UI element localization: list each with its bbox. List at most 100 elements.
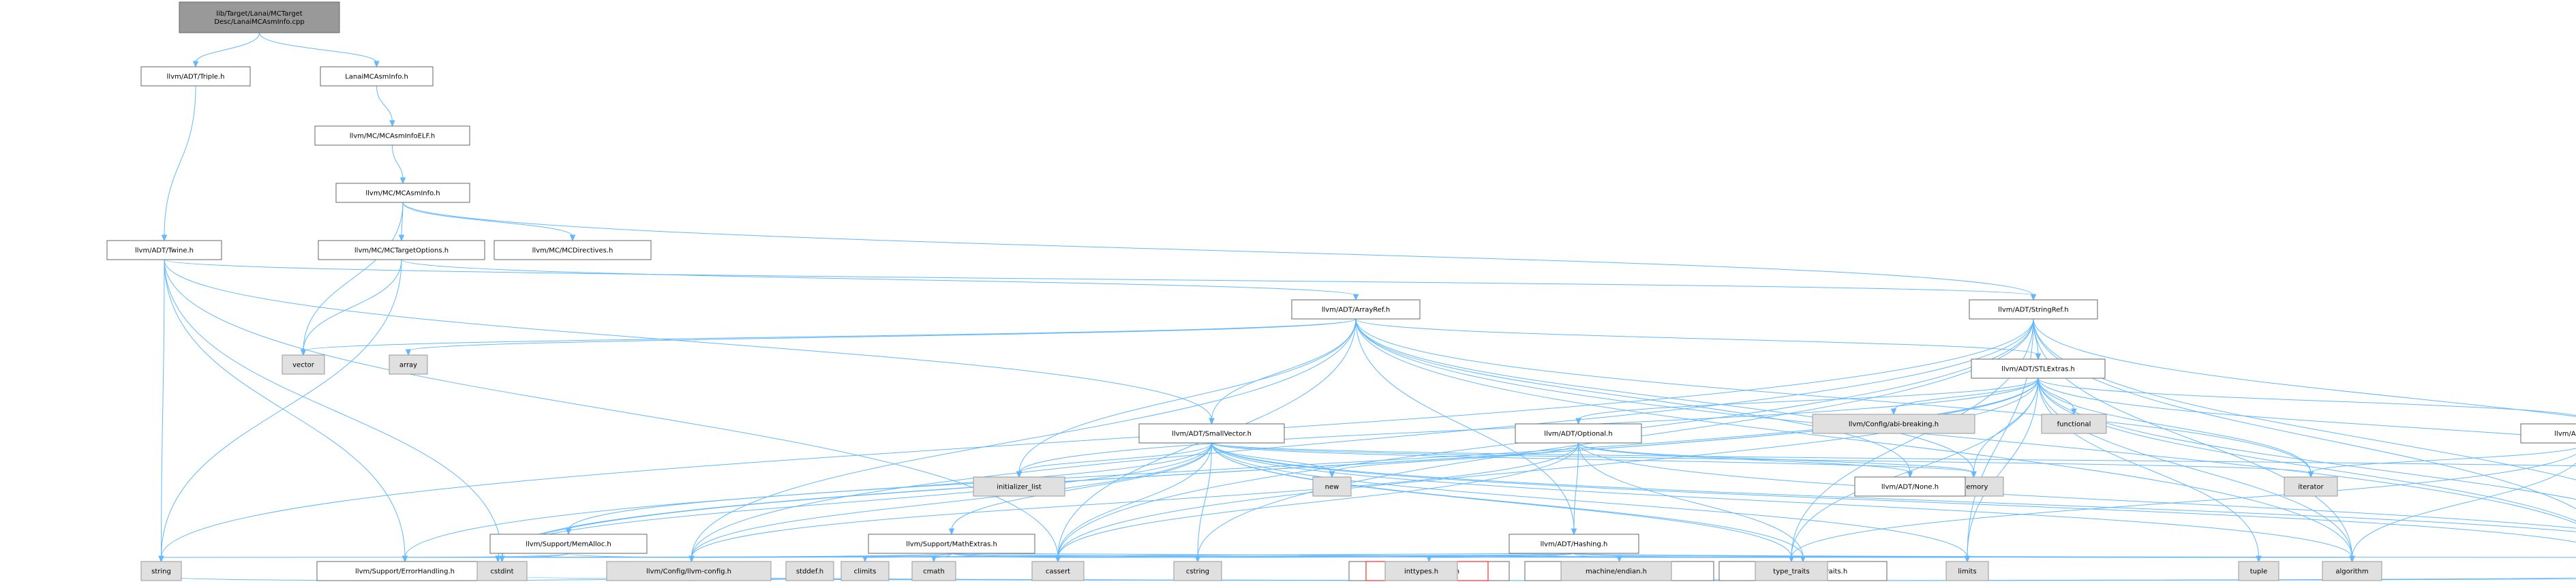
edge-arrayref-to-initlist — [1016, 318, 1357, 478]
node-label: vector — [292, 362, 315, 369]
node-lanaimcasminfo[interactable]: LanaiMCAsmInfo.h — [320, 66, 434, 87]
edge-hashing-to-utility — [1573, 553, 2576, 558]
edge-line — [951, 442, 1212, 531]
edge-mcasminfo-to-mcdirectives — [402, 202, 576, 242]
edge-line — [1057, 442, 1579, 558]
node-hashing[interactable]: llvm/ADT/Hashing.h — [1509, 534, 1639, 554]
node-label: initializer_list — [997, 484, 1042, 491]
node-errorhandling[interactable]: llvm/Support/ErrorHandling.h — [316, 561, 494, 581]
node-label: llvm/MC/MCDirectives.h — [532, 247, 613, 255]
edge-line — [1211, 442, 2312, 474]
edge-stringref-to-string — [158, 318, 2034, 563]
node-label: llvm/Config/abi-breaking.h — [1849, 421, 1939, 429]
edge-optional-to-new — [1329, 442, 1579, 478]
edge-mcasminfo-to-mctargetoptions — [398, 202, 405, 242]
edge-arrowhead — [1971, 471, 1977, 478]
node-box — [1854, 476, 1966, 497]
node-label: llvm/ADT/SmallVector.h — [1172, 431, 1252, 438]
edge-stlextras-to-iteratorh — [2037, 378, 2576, 416]
node-stlextras[interactable]: llvm/ADT/STLExtras.h — [1971, 358, 2106, 379]
edge-optional-to-hashing — [1571, 442, 1579, 536]
node-box — [2322, 561, 2382, 581]
edge-line — [1211, 442, 1804, 558]
node-label: limits — [1958, 568, 1976, 576]
node-memalloc[interactable]: llvm/Support/MemAlloc.h — [489, 534, 648, 554]
node-label: lib/Target/Lanai/MCTarget — [216, 10, 303, 18]
edge-arrowhead — [389, 120, 395, 127]
node-smallvector[interactable]: llvm/ADT/SmallVector.h — [1138, 423, 1285, 444]
node-mathextras[interactable]: llvm/Support/MathExtras.h — [868, 534, 1035, 554]
node-twine[interactable]: llvm/ADT/Twine.h — [106, 240, 222, 260]
edge-iteratorh-to-iterator — [2307, 448, 2576, 478]
node-mctargetoptions[interactable]: llvm/MC/MCTargetOptions.h — [318, 240, 485, 260]
edge-arrowhead — [1575, 418, 1581, 425]
edge-line — [392, 144, 404, 180]
node-triple[interactable]: llvm/ADT/Triple.h — [140, 66, 251, 87]
edge-line — [1355, 318, 1575, 531]
node-mcdirectives[interactable]: llvm/MC/MCDirectives.h — [494, 240, 652, 260]
node-box — [1312, 476, 1352, 497]
node-array: array — [389, 354, 428, 375]
edge-line — [2037, 378, 2576, 440]
edge-line — [408, 318, 1357, 352]
edge-line — [691, 442, 1212, 558]
edge-smallvector-to-utility — [1211, 442, 2576, 532]
edge-arrayref-to-memory — [1355, 318, 1977, 478]
node-stringref[interactable]: llvm/ADT/StringRef.h — [1969, 299, 2098, 320]
node-box — [1812, 414, 1975, 434]
node-abibreaking: llvm/Config/abi-breaking.h — [1812, 414, 1975, 434]
node-box — [911, 561, 956, 581]
edge-line — [1197, 442, 1212, 558]
edge-arrowhead — [1016, 471, 1022, 478]
node-box — [2520, 423, 2576, 444]
node-label: array — [399, 362, 417, 369]
node-mcasminfoelf[interactable]: llvm/MC/MCAsmInfoELF.h — [314, 125, 470, 146]
edge-line — [1429, 553, 1575, 558]
edge-line — [259, 32, 377, 63]
edge-smallvector-to-mathextras — [948, 442, 1212, 536]
edge-line — [376, 85, 393, 123]
node-label: llvm/ADT/Twine.h — [135, 247, 194, 255]
edge-arrowhead — [1352, 294, 1359, 301]
edge-twine-to-smallvector — [164, 259, 1215, 425]
edge-arrowhead — [1616, 555, 1622, 563]
node-iteratorh[interactable]: llvm/ADT/iterator.h — [2520, 423, 2576, 444]
edge-arrowhead — [948, 528, 955, 536]
node-optional[interactable]: llvm/ADT/Optional.h — [1515, 423, 1642, 444]
edge-hashing-to-cstring — [1194, 553, 1575, 563]
edge-line — [1018, 318, 1357, 474]
node-cstdint: cstdint — [476, 561, 528, 581]
edge-smallvector-to-cstddef — [1211, 442, 2576, 543]
node-box — [1515, 423, 1642, 444]
edge-smallvector-to-iteratorrange — [1211, 442, 2576, 467]
edge-stlextras-to-functional — [2037, 378, 2077, 416]
node-label: llvm/ADT/iterator.h — [2554, 431, 2576, 438]
edge-line — [2037, 378, 2576, 500]
edge-line — [1355, 318, 2312, 474]
node-climits: climits — [840, 561, 890, 581]
node-box — [1971, 358, 2106, 379]
edge-arrowhead — [930, 555, 937, 563]
edge-smallvector-to-typetraits — [1211, 442, 1795, 563]
node-arrayref[interactable]: llvm/ADT/ArrayRef.h — [1291, 299, 1421, 320]
edge-triple-to-twine — [161, 85, 196, 242]
edge-line — [1573, 553, 2576, 558]
edge-stlextras-to-limits — [1964, 378, 2039, 563]
node-cmath: cmath — [911, 561, 956, 581]
edge-line — [2352, 462, 2576, 558]
edge-stlextras-to-errorhandling — [401, 378, 2039, 563]
node-mcasminfo[interactable]: llvm/MC/MCAsmInfo.h — [335, 183, 470, 203]
edge-twine-to-cstdint — [164, 259, 505, 563]
node-label: climits — [854, 568, 877, 576]
node-label: llvm/ADT/StringRef.h — [1998, 307, 2068, 314]
node-label: cmath — [923, 568, 945, 576]
node-root[interactable]: lib/Target/Lanai/MCTargetDesc/LanaiMCAsm… — [179, 1, 340, 33]
edge-root-to-triple — [192, 32, 260, 68]
edge-layer — [158, 32, 2576, 582]
edge-line — [1197, 553, 1575, 558]
edge-line — [1791, 453, 2576, 558]
node-none[interactable]: llvm/ADT/None.h — [1854, 476, 1966, 497]
edge-line — [161, 318, 2034, 558]
edge-root-to-lanaimcasminfo — [259, 32, 380, 68]
